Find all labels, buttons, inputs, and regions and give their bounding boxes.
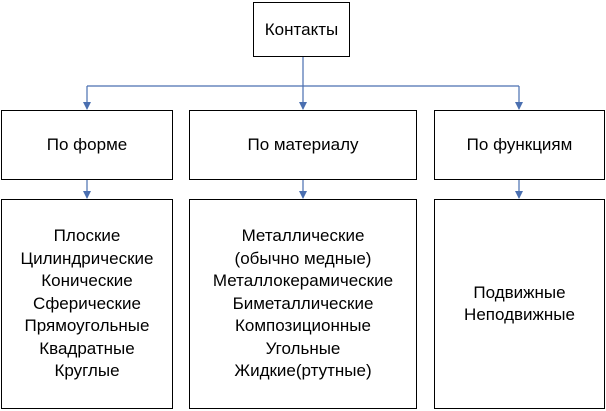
list-form-items: Плоские Цилиндрические Конические Сферич… xyxy=(21,225,154,383)
category-label-material: По материалу xyxy=(247,135,359,154)
list-item: Угольные xyxy=(265,338,341,358)
list-item: Конические xyxy=(41,271,133,291)
list-node-material: Металлические (обычно медные) Металлокер… xyxy=(189,199,417,409)
list-item: Металлические xyxy=(241,226,365,246)
list-item: Металлокерамические xyxy=(212,271,394,291)
list-item: Квадратные xyxy=(39,338,135,358)
list-item: Прямоугольные xyxy=(24,316,150,336)
list-item: Подвижные xyxy=(473,282,566,302)
list-item: Цилиндрические xyxy=(20,248,154,268)
list-function-items: Подвижные Неподвижные xyxy=(464,282,575,327)
category-label-form: По форме xyxy=(46,135,128,154)
list-item: (обычно медные) xyxy=(234,248,372,268)
list-item: Неподвижные xyxy=(464,305,575,324)
list-material-items: Металлические (обычно медные) Металлокер… xyxy=(213,225,393,383)
root-label: Контакты xyxy=(264,19,339,39)
list-node-function: Подвижные Неподвижные xyxy=(434,199,605,409)
category-node-function: По функциям xyxy=(434,110,605,180)
list-item: Жидкие(ртутные) xyxy=(234,361,372,381)
category-node-form: По форме xyxy=(1,110,173,180)
list-item: Круглые xyxy=(54,361,120,381)
category-node-material: По материалу xyxy=(189,110,417,180)
list-item: Сферические xyxy=(33,293,141,313)
list-node-form: Плоские Цилиндрические Конические Сферич… xyxy=(1,199,173,409)
list-item: Композиционные xyxy=(235,316,371,336)
category-label-function: По функциям xyxy=(466,135,573,154)
root-node: Контакты xyxy=(253,2,350,57)
list-item: Биметаллические xyxy=(232,293,374,313)
list-item: Плоские xyxy=(53,226,121,246)
